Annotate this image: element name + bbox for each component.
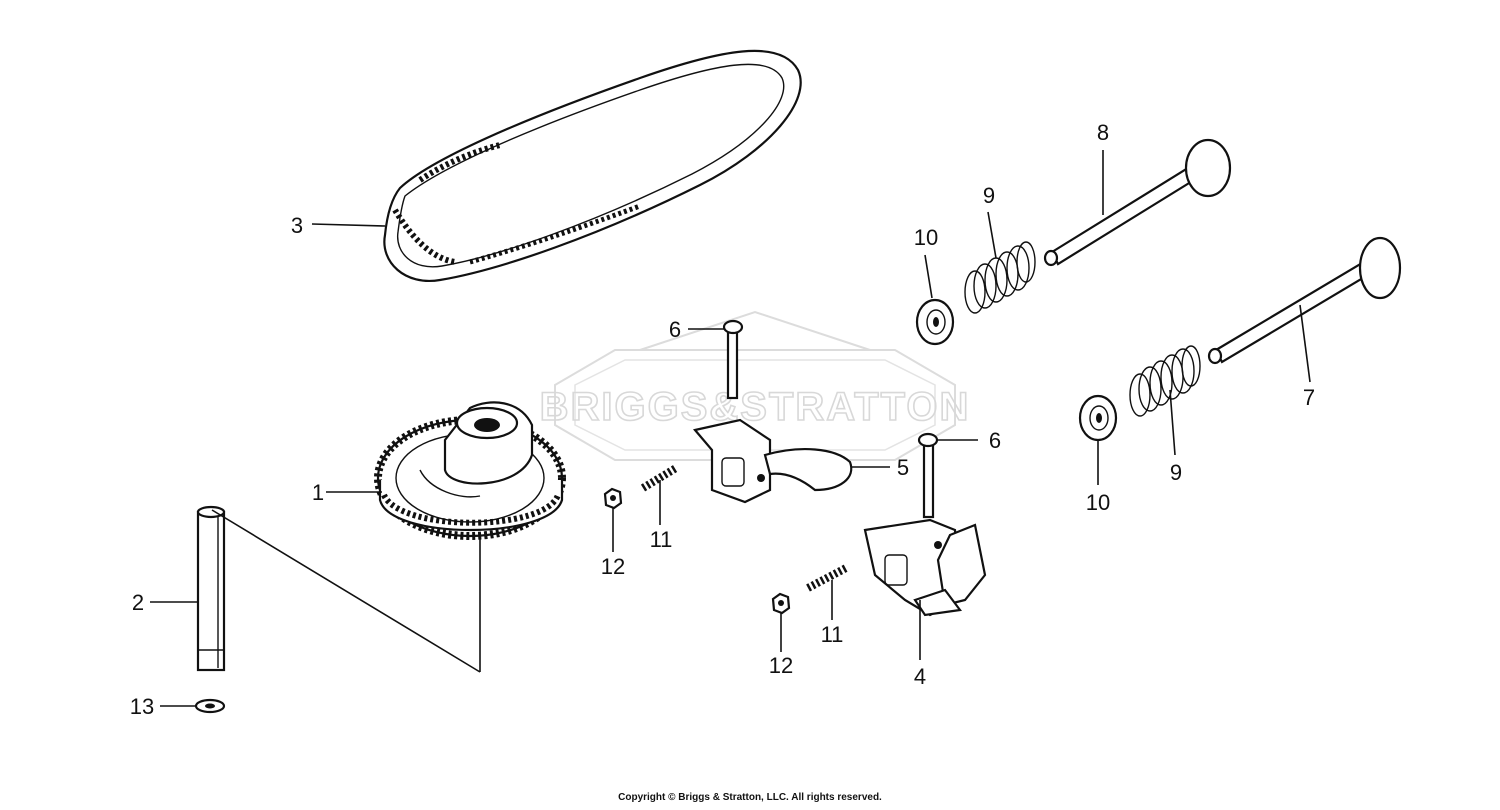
callout-9-lower: 9	[1170, 460, 1182, 485]
callout-13: 13	[130, 694, 154, 719]
valve-spring-upper	[964, 241, 1036, 314]
callout-10-lower: 10	[1086, 490, 1110, 515]
callout-7: 7	[1303, 385, 1315, 410]
valve-spring-lower	[1129, 345, 1201, 417]
valve-retainer-upper	[915, 298, 955, 346]
callout-6-lower: 6	[989, 428, 1001, 453]
callout-10-upper: 10	[914, 225, 938, 250]
callout-12-lower: 12	[769, 653, 793, 678]
washer	[194, 698, 226, 714]
rocker-bracket-lower	[863, 518, 987, 617]
cam-shaft-pin	[196, 505, 226, 672]
leader-lines	[150, 150, 1311, 707]
callout-6-upper: 6	[669, 317, 681, 342]
callout-4: 4	[914, 664, 926, 689]
callout-1: 1	[312, 480, 324, 505]
valve-lower	[1207, 236, 1402, 365]
callout-labels: 1 2 3 4 5 6 6 7 8 9 9 10 10 11 11 12 12 …	[130, 120, 1315, 719]
callout-11-upper: 11	[650, 527, 673, 552]
timing-belt	[383, 49, 802, 283]
pushrod-lower	[917, 432, 939, 519]
callout-2: 2	[132, 590, 144, 615]
watermark-logo: BRIGGS&STRATTON	[539, 310, 971, 461]
callout-9-upper: 9	[983, 183, 995, 208]
valve-retainer-lower	[1078, 394, 1118, 442]
nut-lower	[771, 592, 791, 615]
copyright-notice: Copyright © Briggs & Stratton, LLC. All …	[618, 792, 882, 803]
watermark-text: BRIGGS&STRATTON	[540, 385, 971, 429]
callout-3: 3	[291, 213, 303, 238]
adjusting-stud-upper	[640, 464, 679, 492]
pushrod-upper	[722, 319, 744, 400]
nut-upper	[603, 487, 623, 510]
valve-upper	[1043, 138, 1232, 267]
rocker-arm-upper	[692, 418, 853, 504]
callout-8: 8	[1097, 120, 1109, 145]
cam-gear	[374, 401, 566, 540]
callout-12-upper: 12	[601, 554, 625, 579]
callout-11-lower: 11	[821, 622, 844, 647]
callout-5: 5	[897, 455, 909, 480]
adjusting-stud-lower	[806, 564, 848, 592]
